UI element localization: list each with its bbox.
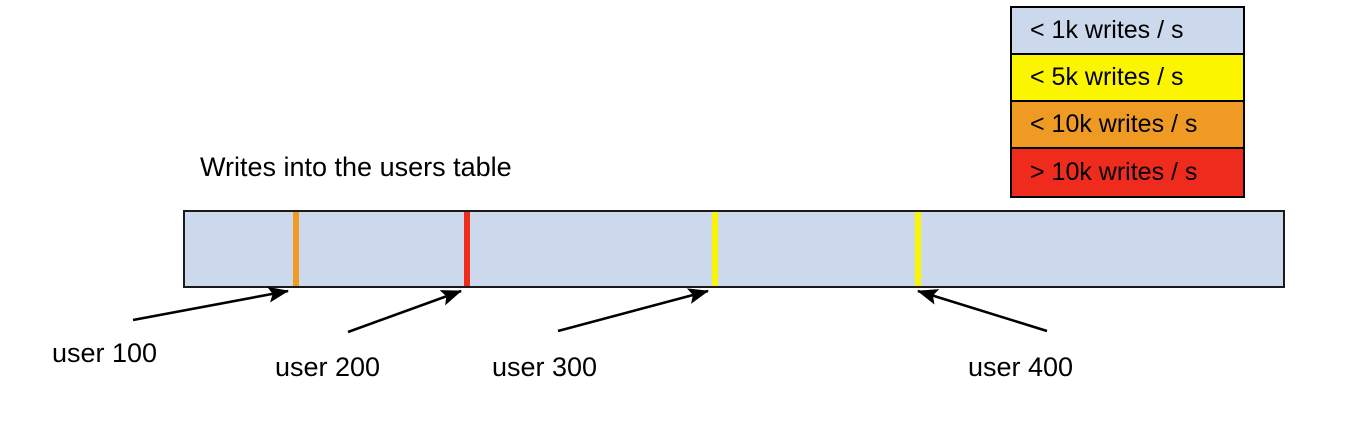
callout-label-user-200: user 200 — [275, 352, 381, 382]
callout-label-user-100: user 100 — [52, 338, 158, 368]
marker-user-400 — [915, 212, 922, 286]
legend-row-under-10k: < 10k writes / s — [1012, 102, 1243, 149]
users-table-range-bar — [183, 210, 1285, 288]
arrow-user-400 — [917, 289, 1048, 333]
marker-user-200 — [463, 212, 470, 286]
write-rate-legend: < 1k writes / s < 5k writes / s < 10k wr… — [1010, 6, 1245, 198]
bar-title: Writes into the users table — [200, 152, 512, 182]
legend-label-under-5k: < 5k writes / s — [1030, 63, 1184, 91]
legend-label-under-10k: < 10k writes / s — [1030, 110, 1198, 138]
legend-row-under-5k: < 5k writes / s — [1012, 55, 1243, 102]
legend-label-over-10k: > 10k writes / s — [1030, 158, 1198, 186]
marker-user-100 — [292, 212, 299, 286]
marker-user-300 — [712, 212, 719, 286]
legend-label-under-1k: < 1k writes / s — [1030, 16, 1184, 44]
arrow-user-300 — [557, 288, 710, 333]
arrow-user-200 — [347, 289, 462, 334]
legend-row-under-1k: < 1k writes / s — [1012, 8, 1243, 55]
legend-row-over-10k: > 10k writes / s — [1012, 149, 1243, 196]
callout-label-user-400: user 400 — [968, 352, 1074, 382]
arrow-user-100 — [132, 286, 290, 322]
callout-label-user-300: user 300 — [492, 352, 598, 382]
